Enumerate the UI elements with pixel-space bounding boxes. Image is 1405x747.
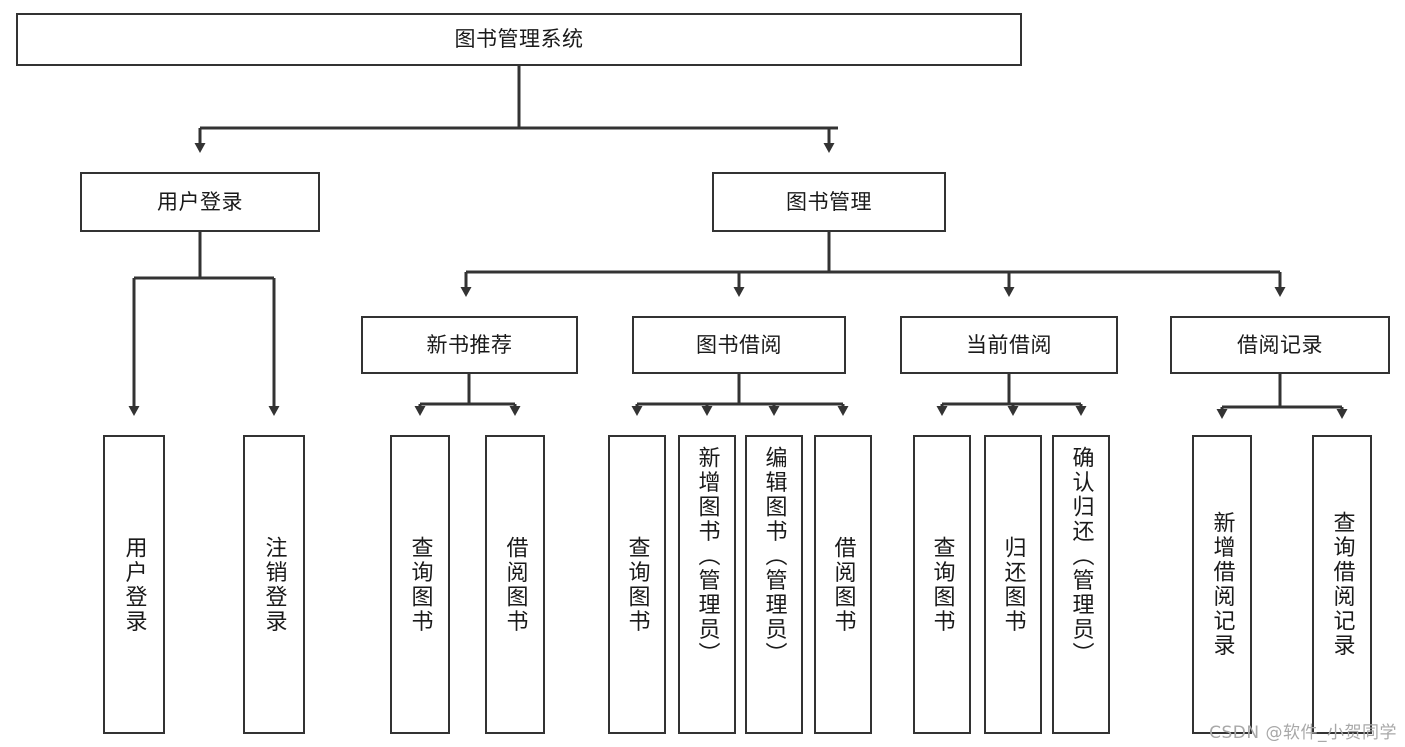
- node-borrow-record[interactable]: 借阅记录: [1170, 316, 1390, 374]
- leaf-user-login[interactable]: 用户登录: [103, 435, 165, 734]
- node-book-borrow[interactable]: 图书借阅: [632, 316, 846, 374]
- leaf-borrow-book-2-label: 借阅图书: [830, 535, 856, 634]
- leaf-confirm-return-admin-label: 确认归还（管理员）: [1068, 446, 1094, 667]
- leaf-borrow-book-1[interactable]: 借阅图书: [485, 435, 545, 734]
- leaf-return-book-label: 归还图书: [1000, 535, 1026, 634]
- leaf-query-book-2-label: 查询图书: [624, 535, 650, 634]
- leaf-query-book-1[interactable]: 查询图书: [390, 435, 450, 734]
- node-book-manage[interactable]: 图书管理: [712, 172, 946, 232]
- node-new-book-recommend-label: 新书推荐: [426, 332, 513, 357]
- node-new-book-recommend[interactable]: 新书推荐: [361, 316, 578, 374]
- leaf-logout-login[interactable]: 注销登录: [243, 435, 305, 734]
- node-borrow-record-label: 借阅记录: [1237, 332, 1323, 357]
- node-root[interactable]: 图书管理系统: [16, 13, 1022, 66]
- leaf-query-borrow-record[interactable]: 查询借阅记录: [1312, 435, 1372, 734]
- node-current-borrow[interactable]: 当前借阅: [900, 316, 1118, 374]
- leaf-add-borrow-record[interactable]: 新增借阅记录: [1192, 435, 1252, 734]
- leaf-borrow-book-2[interactable]: 借阅图书: [814, 435, 872, 734]
- node-user-login-label: 用户登录: [157, 189, 243, 214]
- node-root-label: 图书管理系统: [454, 27, 584, 52]
- node-user-login[interactable]: 用户登录: [80, 172, 320, 232]
- leaf-add-book-admin[interactable]: 新增图书（管理员）: [678, 435, 736, 734]
- leaf-add-book-admin-label: 新增图书（管理员）: [694, 446, 720, 667]
- leaf-query-book-3[interactable]: 查询图书: [913, 435, 971, 734]
- node-book-borrow-label: 图书借阅: [696, 332, 782, 357]
- leaf-borrow-book-1-label: 借阅图书: [502, 535, 528, 634]
- leaf-edit-book-admin[interactable]: 编辑图书（管理员）: [745, 435, 803, 734]
- leaf-query-borrow-record-label: 查询借阅记录: [1329, 511, 1355, 658]
- leaf-add-borrow-record-label: 新增借阅记录: [1209, 511, 1235, 658]
- leaf-query-book-2[interactable]: 查询图书: [608, 435, 666, 734]
- leaf-query-book-3-label: 查询图书: [929, 535, 955, 634]
- node-book-manage-label: 图书管理: [786, 189, 872, 214]
- node-current-borrow-label: 当前借阅: [966, 332, 1052, 357]
- leaf-confirm-return-admin[interactable]: 确认归还（管理员）: [1052, 435, 1110, 734]
- leaf-user-login-label: 用户登录: [121, 535, 147, 634]
- leaf-edit-book-admin-label: 编辑图书（管理员）: [761, 446, 787, 667]
- leaf-logout-login-label: 注销登录: [261, 535, 287, 634]
- watermark: CSDN @软件_小贺同学: [1209, 723, 1397, 743]
- leaf-return-book[interactable]: 归还图书: [984, 435, 1042, 734]
- leaf-query-book-1-label: 查询图书: [407, 535, 433, 634]
